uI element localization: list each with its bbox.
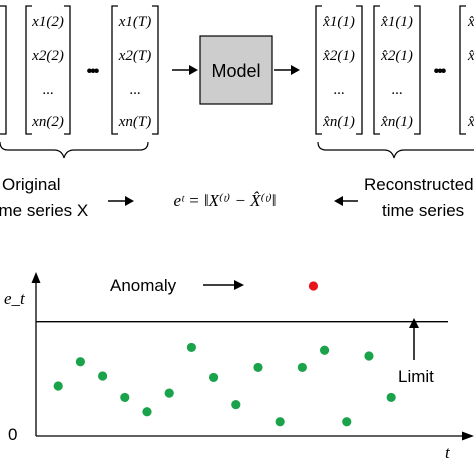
svg-text:x̂: x̂ bbox=[467, 114, 474, 130]
model-label: Model bbox=[211, 61, 260, 81]
limit-annotation-arrow bbox=[409, 318, 419, 360]
matrix-entry: xn(T) bbox=[118, 114, 152, 130]
normal-point bbox=[253, 362, 263, 373]
reconstructed-matrix-first: x̂1(1) x̂2(1) ... x̂n(1) bbox=[315, 5, 363, 135]
data-points bbox=[53, 281, 396, 427]
normal-point bbox=[97, 371, 108, 381]
zero-label: 0 bbox=[8, 425, 17, 444]
anomaly-annotation: Anomaly bbox=[110, 276, 177, 295]
arrow-to-formula bbox=[108, 196, 134, 206]
normal-point bbox=[342, 417, 352, 427]
y-axis-arrowhead bbox=[31, 272, 41, 283]
x-axis-arrowhead bbox=[462, 431, 474, 441]
normal-point bbox=[386, 392, 396, 403]
matrix-entry: ... bbox=[129, 82, 140, 98]
reconstructed-matrix-second: x̂1(1) x̂2(1) ... x̂n(1) bbox=[373, 5, 421, 135]
matrix-entry: ... bbox=[333, 82, 344, 98]
original-matrix-last: x1(T) x2(T) ... xn(T) bbox=[111, 5, 159, 135]
normal-point bbox=[208, 372, 219, 383]
reconstructed-brace bbox=[317, 141, 474, 159]
y-axis-label: e_t bbox=[4, 289, 26, 308]
matrix-entry: x1(T) bbox=[118, 14, 152, 30]
original-label-line1: Original bbox=[2, 175, 61, 194]
reconstructed-label-line1: Reconstructed bbox=[364, 175, 474, 194]
matrix-entry: x2(T) bbox=[118, 48, 152, 64]
matrix-entry: x̂2(1) bbox=[322, 48, 355, 64]
arrow-to-model bbox=[172, 65, 198, 75]
matrix-entry: x1(2) bbox=[31, 14, 64, 30]
reconstructed-matrix-last-partial: x̂ x̂ x̂ bbox=[459, 5, 474, 135]
anomaly-plot: e_t t 0 Anomaly Limit bbox=[4, 272, 474, 462]
arrow-from-reconstructed bbox=[334, 196, 358, 206]
matrix-entry: x̂1(1) bbox=[322, 14, 355, 30]
matrix-entry: ... bbox=[42, 82, 53, 98]
x-axis-label: t bbox=[445, 443, 451, 462]
matrix-entry: x̂n(1) bbox=[322, 114, 355, 130]
normal-point bbox=[120, 392, 130, 403]
matrix-entry: x̂1(1) bbox=[380, 14, 413, 30]
normal-point bbox=[186, 342, 196, 353]
normal-point bbox=[319, 345, 330, 355]
model-box: Model bbox=[199, 35, 273, 105]
matrix-ellipsis: ••• bbox=[434, 63, 447, 80]
normal-point bbox=[75, 357, 85, 367]
arrow-from-model bbox=[274, 65, 300, 75]
normal-point bbox=[231, 399, 241, 410]
matrix-ellipsis: ••• bbox=[87, 63, 100, 80]
matrix-entry: ... bbox=[391, 82, 402, 98]
normal-point bbox=[53, 381, 63, 391]
matrix-entry: x̂n(1) bbox=[380, 114, 413, 130]
normal-point bbox=[142, 407, 152, 417]
svg-text:x̂: x̂ bbox=[467, 14, 474, 30]
original-label-line2: time series X bbox=[0, 201, 88, 220]
anomaly-annotation-arrow bbox=[203, 280, 244, 290]
matrix-entry: xn(2) bbox=[31, 114, 64, 130]
original-matrix-first: x1(2) x2(2) ... xn(2) bbox=[0, 5, 71, 135]
original-brace bbox=[0, 141, 149, 159]
limit-annotation: Limit bbox=[398, 367, 434, 386]
normal-point bbox=[275, 417, 285, 427]
normal-point bbox=[164, 388, 174, 398]
svg-text:x̂: x̂ bbox=[467, 48, 474, 64]
reconstructed-label-line2: time series bbox=[382, 201, 464, 220]
matrix-entry: x2(2) bbox=[31, 48, 64, 64]
matrix-entry: x̂2(1) bbox=[380, 48, 413, 64]
anomaly-point bbox=[308, 281, 319, 291]
error-formula: eᵗ = ‖X⁽ᵗ⁾ − X̂⁽ᵗ⁾‖ bbox=[173, 191, 276, 210]
normal-point bbox=[364, 351, 374, 361]
normal-point bbox=[297, 362, 307, 373]
